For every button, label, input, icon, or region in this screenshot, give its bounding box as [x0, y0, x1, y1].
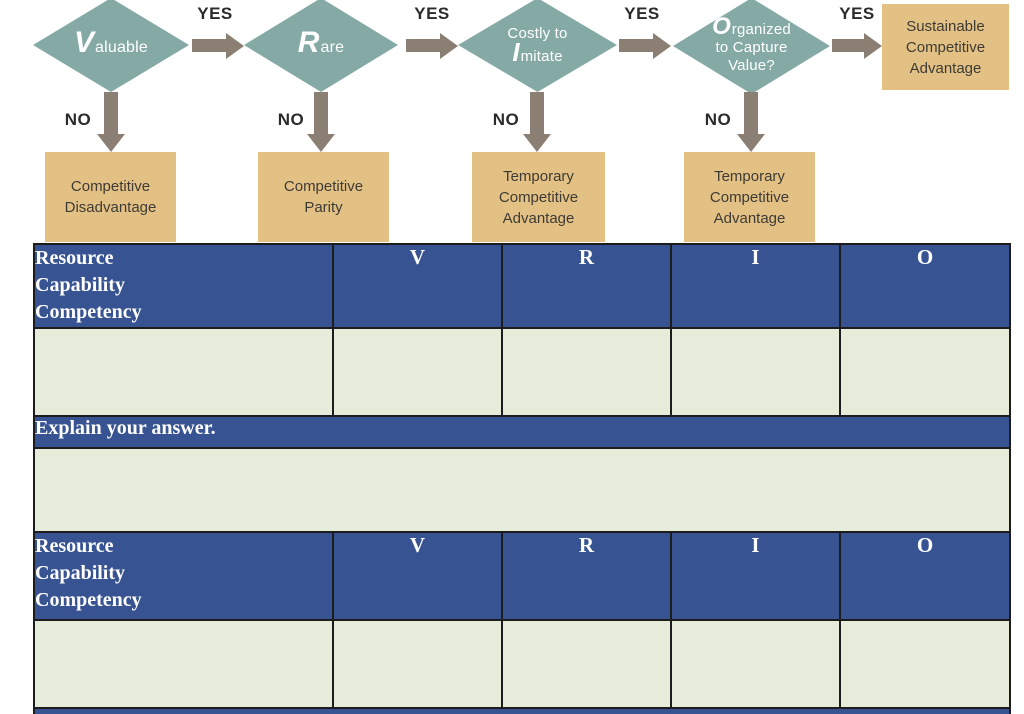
decision-label-line: Costly to: [507, 25, 567, 43]
yes-label-2: YES: [414, 4, 450, 23]
outcome-competitive-parity: Competitive Parity: [258, 152, 389, 242]
decision-label-line: Rare: [298, 27, 345, 57]
decision-organized-to-capture-value: Organized to Capture Value?: [673, 0, 830, 94]
arrow-shaft: [314, 92, 328, 135]
outcome-temporary-competitive-advantage-1: Temporary Competitive Advantage: [472, 152, 605, 242]
explain-your-answer-label: Explain your answer.: [33, 415, 1011, 449]
arrow-head-icon: [653, 33, 671, 59]
no-arrow-1: [97, 92, 125, 152]
i-input-cell[interactable]: [670, 327, 841, 417]
resource-input-cell[interactable]: [33, 619, 334, 709]
decision-label-line: Organized: [712, 14, 791, 39]
yes-arrow-3: [619, 33, 671, 59]
arrow-shaft: [104, 92, 118, 135]
column-header-v: V: [332, 243, 503, 329]
r-input-cell[interactable]: [501, 327, 672, 417]
decision-letter: R: [297, 25, 320, 59]
column-header-o: O: [839, 243, 1011, 329]
outcome-temporary-competitive-advantage-2: Temporary Competitive Advantage: [684, 152, 815, 242]
arrow-shaft: [406, 39, 441, 52]
decision-label-line: Valuable: [74, 27, 149, 57]
arrow-shaft: [530, 92, 544, 135]
bottom-bar-row: [33, 707, 1011, 714]
bottom-bar: [33, 707, 1011, 714]
decision-valuable: Valuable: [33, 0, 189, 92]
decision-costly-to-imitate: Costly to Imitate: [458, 0, 617, 92]
vrio-table: Resource Capability Competency V R I O E…: [33, 243, 1011, 714]
header-row-1: Resource Capability Competency V R I O: [33, 243, 1011, 329]
i-input-cell[interactable]: [670, 619, 841, 709]
decision-text: aluable: [95, 38, 149, 56]
o-input-cell[interactable]: [839, 327, 1011, 417]
decision-letter: V: [73, 25, 94, 59]
no-label-3: NO: [492, 110, 520, 129]
decision-text: rganized: [731, 20, 791, 38]
decision-rare: Rare: [244, 0, 398, 92]
arrow-shaft: [192, 39, 227, 52]
column-header-i: I: [670, 531, 841, 621]
outcome-label: Temporary Competitive Advantage: [709, 167, 790, 227]
arrow-shaft: [744, 92, 758, 135]
decision-text: Costly to: [507, 24, 568, 42]
decision-letter: I: [512, 36, 520, 67]
yes-label-1: YES: [197, 4, 233, 23]
explain-input-area[interactable]: [33, 447, 1011, 533]
decision-label-line: Imitate: [512, 39, 563, 66]
explain-bar-row-1: Explain your answer.: [33, 415, 1011, 449]
no-label-4: NO: [704, 110, 732, 129]
no-arrow-3: [523, 92, 551, 152]
arrow-shaft: [832, 39, 865, 52]
column-header-i: I: [670, 243, 841, 329]
explain-area-row-1: [33, 447, 1011, 533]
outcome-label: Competitive Parity: [283, 178, 364, 216]
outcome-label: Sustainable Competitive Advantage: [905, 17, 986, 77]
arrow-head-icon: [307, 134, 335, 152]
yes-label-3: YES: [624, 4, 660, 23]
column-header-r: R: [501, 243, 672, 329]
outcome-label: Temporary Competitive Advantage: [498, 167, 579, 227]
entry-row-2: [33, 619, 1011, 709]
yes-arrow-1: [192, 33, 244, 59]
arrow-head-icon: [864, 33, 882, 59]
no-arrow-2: [307, 92, 335, 152]
column-header-o: O: [839, 531, 1011, 621]
arrow-head-icon: [737, 134, 765, 152]
v-input-cell[interactable]: [332, 619, 503, 709]
resource-input-cell[interactable]: [33, 327, 334, 417]
r-input-cell[interactable]: [501, 619, 672, 709]
resource-capability-competency-header: Resource Capability Competency: [33, 531, 334, 621]
outcome-label: Competitive Disadvantage: [64, 178, 157, 216]
decision-label-line: to Capture: [715, 39, 787, 57]
yes-arrow-2: [406, 33, 458, 59]
decision-letter: O: [712, 12, 731, 40]
outcome-competitive-disadvantage: Competitive Disadvantage: [45, 152, 176, 242]
decision-text: to Capture: [715, 38, 788, 56]
arrow-head-icon: [97, 134, 125, 152]
header-row-2: Resource Capability Competency V R I O: [33, 531, 1011, 621]
column-header-v: V: [332, 531, 503, 621]
arrow-shaft: [619, 39, 654, 52]
arrow-head-icon: [523, 134, 551, 152]
no-arrow-4: [737, 92, 765, 152]
v-input-cell[interactable]: [332, 327, 503, 417]
arrow-head-icon: [226, 33, 244, 59]
decision-text: Value?: [728, 56, 775, 74]
entry-row-1: [33, 327, 1011, 417]
yes-arrow-4: [832, 33, 882, 59]
no-label-1: NO: [64, 110, 92, 129]
resource-capability-competency-header: Resource Capability Competency: [33, 243, 334, 329]
outcome-sustainable-competitive-advantage: Sustainable Competitive Advantage: [882, 4, 1009, 90]
no-label-2: NO: [277, 110, 305, 129]
decision-text: mitate: [520, 47, 563, 65]
yes-label-4: YES: [839, 4, 875, 23]
column-header-r: R: [501, 531, 672, 621]
decision-text: are: [320, 38, 345, 56]
decision-label-line: Value?: [728, 57, 775, 75]
o-input-cell[interactable]: [839, 619, 1011, 709]
arrow-head-icon: [440, 33, 458, 59]
